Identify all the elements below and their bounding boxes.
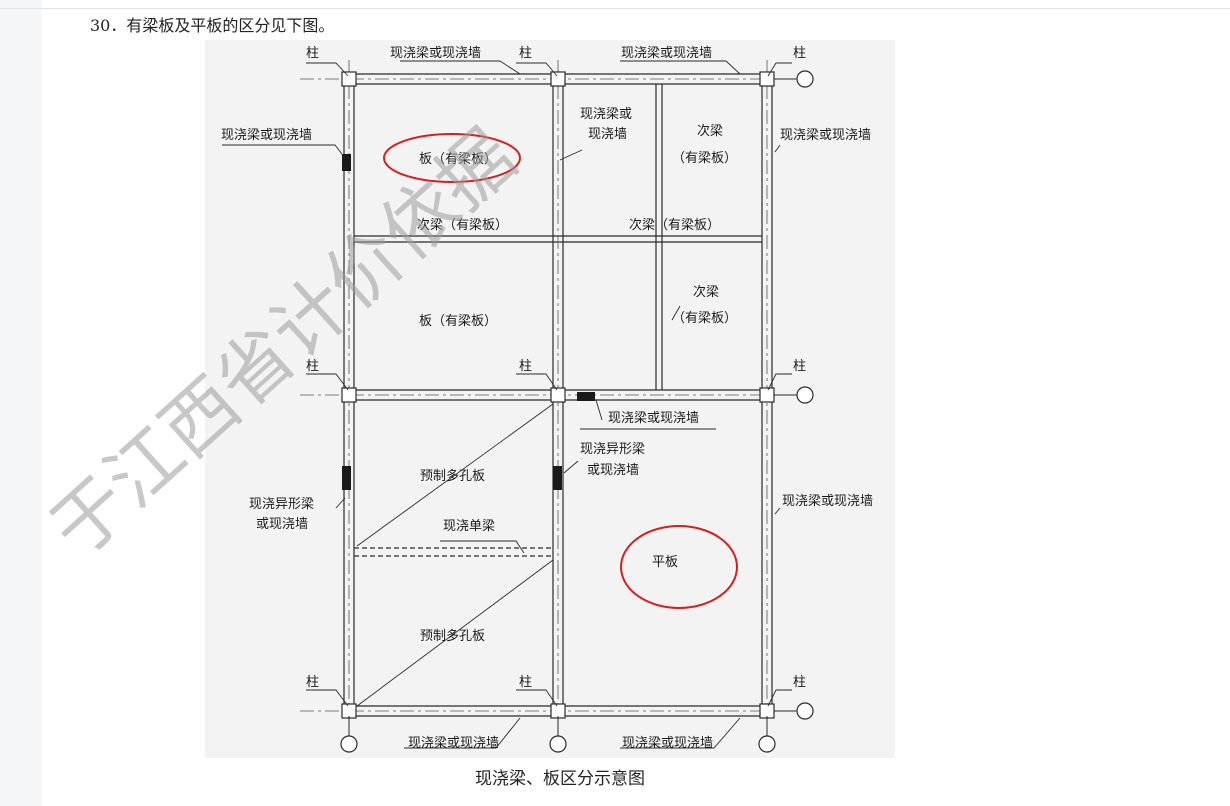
cast-single-beam-label: 现浇单梁 <box>443 519 495 534</box>
beam-slab-paren-label: （有梁板） <box>672 151 737 166</box>
column-label: 柱 <box>793 675 806 690</box>
annotation-ring-beam-slab <box>383 133 521 183</box>
top-divider <box>0 0 1230 9</box>
special-beam-label-line2: 或现浇墙 <box>256 517 308 532</box>
secondary-beam-label: 次梁 <box>697 123 723 139</box>
column-label: 柱 <box>306 675 319 690</box>
beam-wall-label: 现浇梁或现浇墙 <box>622 736 713 751</box>
beam-wall-label: 现浇梁或现浇墙 <box>780 128 871 143</box>
column-label: 柱 <box>519 359 532 374</box>
section-heading: 30．有梁板及平板的区分见下图。 <box>90 16 335 35</box>
left-gutter <box>0 0 42 806</box>
secondary-beam-label: 次梁 <box>693 284 719 300</box>
column-label: 柱 <box>519 675 532 690</box>
beam-wall-label: 现浇梁或现浇墙 <box>621 46 712 61</box>
beam-wall-label: 现浇梁或现浇墙 <box>408 736 499 751</box>
beam-wall-label: 现浇梁或现浇墙 <box>782 494 873 509</box>
figure-caption: 现浇梁、板区分示意图 <box>475 769 645 789</box>
beam-wall-label: 现浇梁或现浇墙 <box>608 411 699 426</box>
secondary-beam-slab-label: 次梁（有梁板） <box>629 217 720 233</box>
beam-slab-paren-label: （有梁板） <box>672 311 737 326</box>
special-beam-label-line2: 或现浇墙 <box>587 463 639 478</box>
beam-wall-label-line1: 现浇梁或 <box>580 107 632 122</box>
annotation-ring-flat-slab <box>620 525 738 609</box>
beam-wall-label: 现浇梁或现浇墙 <box>221 128 312 143</box>
flat-slab-label: 平板 <box>652 555 678 570</box>
prefab-slab-label: 预制多孔板 <box>420 468 485 484</box>
column-label: 柱 <box>306 359 319 374</box>
secondary-beam-slab-label: 次梁（有梁板） <box>417 217 508 233</box>
figure-background <box>205 40 895 758</box>
beam-wall-label-line2: 现浇墙 <box>588 127 627 142</box>
special-beam-label-line1: 现浇异形梁 <box>580 442 645 457</box>
column-label: 柱 <box>519 46 532 61</box>
special-beam-label-line1: 现浇异形梁 <box>249 497 314 512</box>
beam-wall-label: 现浇梁或现浇墙 <box>390 46 481 61</box>
slab-beam-slab-label: 板（有梁板） <box>419 152 497 167</box>
column-label: 柱 <box>306 46 319 61</box>
prefab-slab-label: 预制多孔板 <box>420 628 485 644</box>
column-label: 柱 <box>793 46 806 61</box>
column-label: 柱 <box>793 359 806 374</box>
slab-beam-slab-label: 板（有梁板） <box>419 314 497 329</box>
